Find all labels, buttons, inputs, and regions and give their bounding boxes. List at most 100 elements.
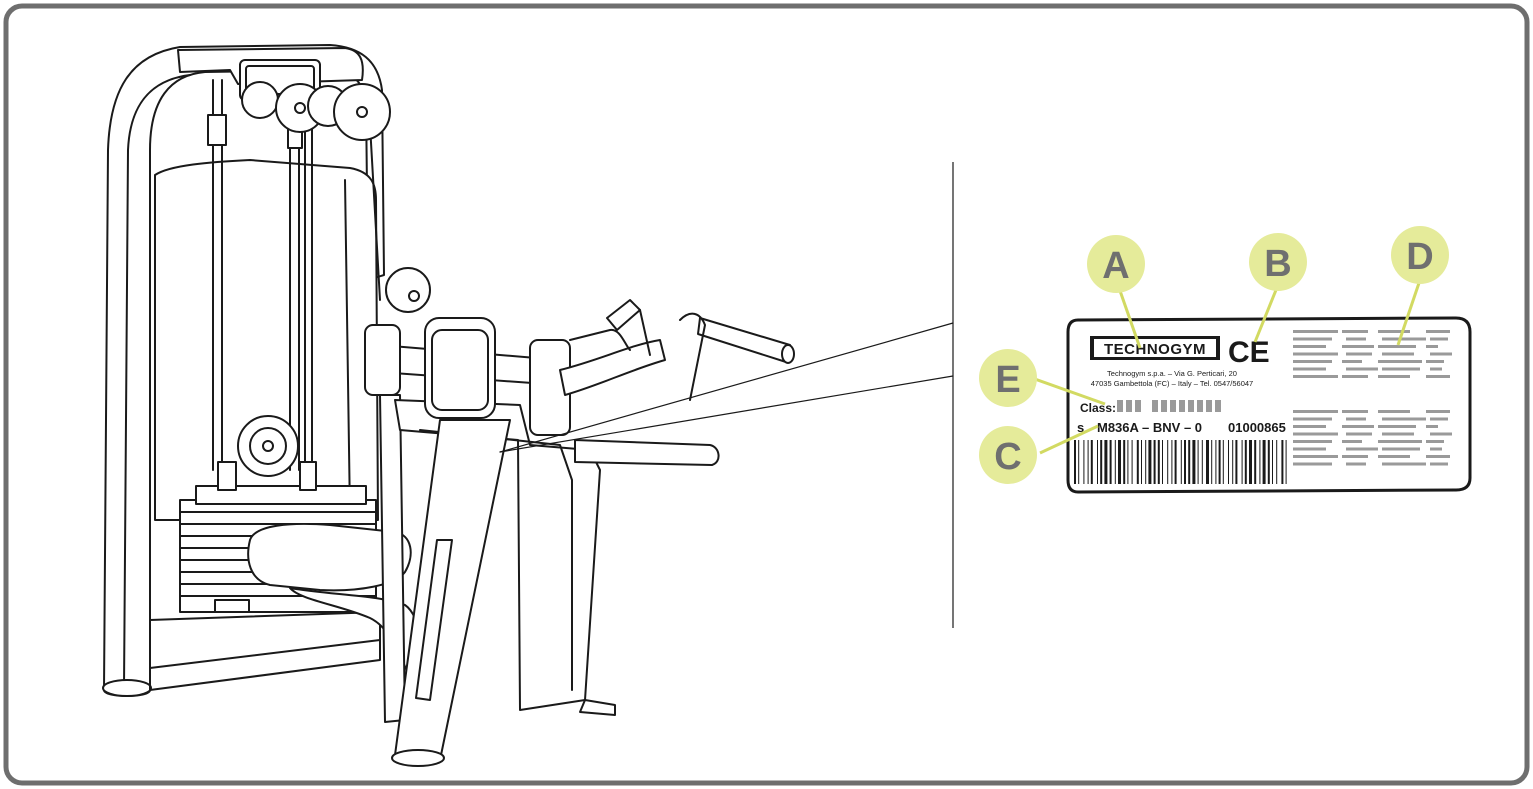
spec-placeholder-line <box>1342 440 1362 443</box>
brand-logo-inner <box>1094 339 1216 357</box>
handle-right-tube <box>679 312 706 401</box>
barcode-bar <box>1215 440 1217 484</box>
pulley-mid <box>385 267 431 313</box>
callout-e: E <box>979 349 1037 407</box>
leader-line-lower <box>499 375 954 453</box>
barcode-bar <box>1167 440 1169 484</box>
barcode-bar <box>1188 440 1191 484</box>
machine-illustration <box>102 44 954 767</box>
barcode-bar <box>1222 440 1224 484</box>
machine-frame-arch-inner <box>123 74 191 689</box>
spec-placeholder-line <box>1426 330 1450 333</box>
barcode-bar <box>1090 440 1093 484</box>
barcode-bar <box>1118 440 1121 484</box>
spec-placeholder-line <box>1430 337 1448 341</box>
callout-e-label: E <box>995 359 1020 401</box>
barcode-bar <box>1276 440 1278 484</box>
callout-c-label: C <box>994 436 1021 478</box>
spec-placeholder-line <box>1426 440 1444 443</box>
spec-placeholder-line <box>1382 352 1414 356</box>
spec-placeholder-line <box>1430 447 1442 451</box>
spec-placeholder-line <box>1293 330 1338 333</box>
spec-placeholder-line <box>1430 352 1452 356</box>
front-leg-slot <box>415 539 453 701</box>
barcode-bar <box>1244 440 1247 484</box>
address-line-1: Technogym s.p.a. – Via G. Perticari, 20 <box>1107 369 1237 378</box>
spec-placeholder-line <box>1426 425 1438 428</box>
arm-pad-main <box>424 317 496 419</box>
callout-b: B <box>1249 233 1307 291</box>
barcode-bar <box>1267 440 1270 484</box>
spec-placeholder-line <box>1342 410 1368 413</box>
spec-placeholder-line <box>1378 455 1410 458</box>
barcode-bar <box>1153 440 1156 484</box>
arm-pad-main-inner <box>431 329 489 411</box>
serial-prefix: s <box>1077 420 1084 435</box>
barcode-bar <box>1228 440 1229 484</box>
spec-placeholder-line <box>1346 337 1366 341</box>
spec-placeholder-line <box>1430 367 1442 371</box>
barcode-bar <box>1249 440 1252 484</box>
spec-placeholder-line <box>1378 440 1422 443</box>
spec-placeholder-line <box>1293 432 1338 436</box>
spec-placeholder-line <box>1293 462 1332 466</box>
barcode-bar <box>1114 440 1116 484</box>
spec-placeholder-line <box>1346 352 1372 356</box>
spec-placeholder-line <box>1382 417 1426 421</box>
address-line-2: 47035 Gambettola (FC) – Italy – Tel. 054… <box>1091 379 1253 388</box>
barcode-bar <box>1254 440 1257 484</box>
spec-placeholder-line <box>1378 425 1416 428</box>
barcode-bar <box>1109 440 1112 484</box>
callout-a: A <box>1087 235 1145 293</box>
spec-placeholder-line <box>1346 417 1366 421</box>
spec-placeholder-line <box>1293 345 1326 348</box>
spec-placeholder-lower <box>1293 410 1452 466</box>
leader-line-upper <box>499 322 954 453</box>
machine-shroud <box>154 159 379 521</box>
spec-placeholder-line <box>1426 375 1450 378</box>
spec-placeholder-line <box>1378 345 1416 348</box>
pulley-top-large-hub <box>356 106 368 118</box>
spec-placeholder-line <box>1378 360 1422 363</box>
barcode-bar <box>1104 440 1108 484</box>
barcode-bar <box>1197 440 1199 484</box>
spec-placeholder-line <box>1378 330 1410 333</box>
barcode <box>1074 440 1287 484</box>
barcode-bar <box>1281 440 1284 484</box>
spec-placeholder-line <box>1346 367 1378 371</box>
barcode-bar <box>1211 440 1213 484</box>
ce-mark: CE <box>1228 336 1270 369</box>
barcode-bar <box>1206 440 1209 484</box>
barcode-bar <box>1074 440 1076 484</box>
rod-collar-1 <box>207 114 227 146</box>
barcode-bar <box>1157 440 1160 484</box>
barcode-bar <box>1087 440 1089 484</box>
spec-placeholder-line <box>1382 447 1420 451</box>
barcode-bar <box>1078 440 1080 484</box>
barcode-bar <box>1218 440 1221 484</box>
pulley-lower <box>237 415 299 477</box>
spec-placeholder-line <box>1378 410 1410 413</box>
machine-base-rail <box>149 639 381 691</box>
spec-placeholder-line <box>1426 410 1450 413</box>
spec-placeholder-line <box>1382 432 1414 436</box>
spec-placeholder-line <box>1430 462 1448 466</box>
lower-bar <box>574 439 720 466</box>
spec-placeholder-line <box>1293 360 1332 363</box>
barcode-bar <box>1145 440 1147 484</box>
spec-placeholder-line <box>1293 447 1326 451</box>
data-plate: TECHNOGYM CE Technogym s.p.a. – Via G. P… <box>1066 316 1472 494</box>
spec-placeholder-line <box>1293 425 1326 428</box>
barcode-bar <box>1171 440 1173 484</box>
callout-a-label: A <box>1102 245 1129 287</box>
barcode-bar <box>1141 440 1142 484</box>
model-code: M836A – BNV – 0 <box>1097 420 1202 435</box>
barcode-bar <box>1241 440 1243 484</box>
spec-placeholder-line <box>1342 360 1362 363</box>
spec-placeholder-line <box>1293 367 1326 371</box>
spec-placeholder-line <box>1426 455 1450 458</box>
barcode-bar <box>1097 440 1098 484</box>
barcode-bar <box>1192 440 1196 484</box>
spec-placeholder-line <box>1382 462 1426 466</box>
barcode-bar <box>1174 440 1177 484</box>
